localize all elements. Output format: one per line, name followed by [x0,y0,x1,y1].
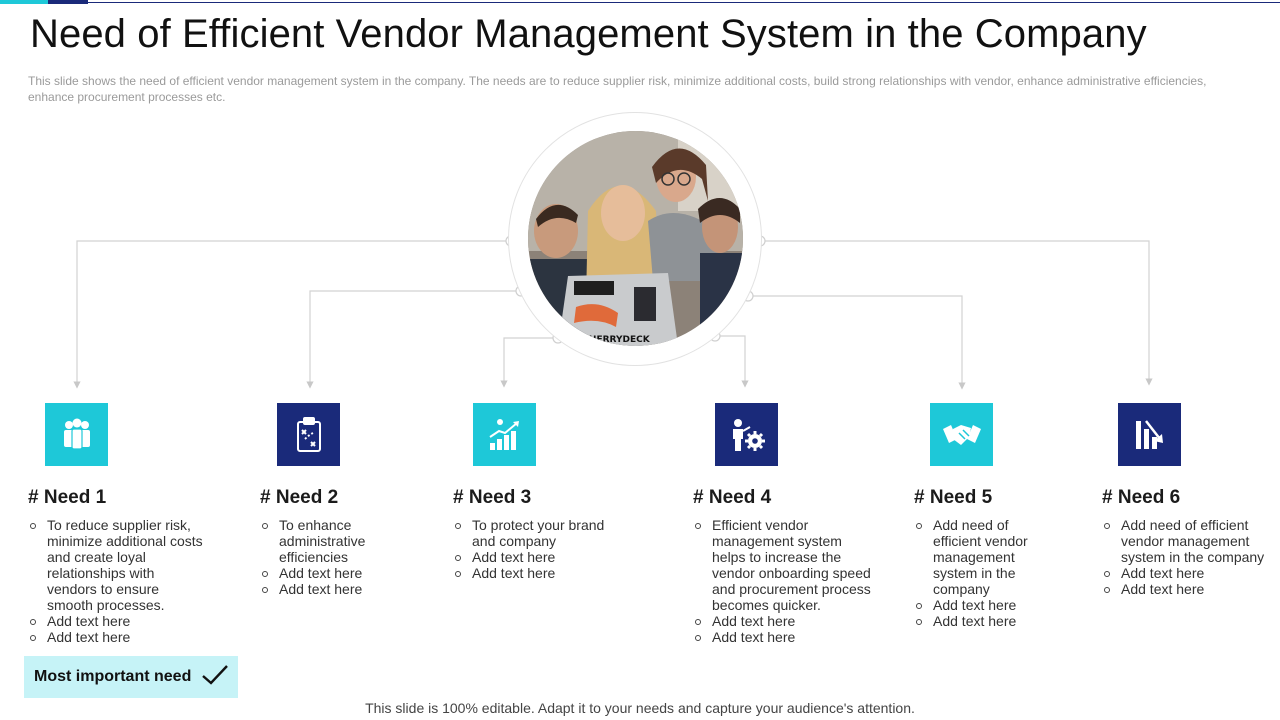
top-accent-bar [0,0,1280,4]
checkmark-icon [201,664,229,691]
list-item: Add text here [914,597,1054,613]
team-icon [45,403,108,466]
connector-need-6 [760,240,1153,386]
connector-need-3 [500,337,558,388]
list-item: To protect your brand and company [453,517,628,549]
list-item: Add text here [28,629,203,645]
clipboard-strategy-icon [277,403,340,466]
team-photo: CHERRYDECK [528,131,743,346]
list-item: Add text here [1102,565,1272,581]
list-item: Add text here [914,613,1054,629]
list-item: Efficient vendor management system helps… [693,517,878,613]
connector-need-2 [306,290,520,389]
declining-chart-icon [1118,403,1181,466]
need-4-title: # Need 4 [693,487,772,508]
need-1-list: To reduce supplier risk, minimize additi… [28,517,203,645]
list-item: To reduce supplier risk, minimize additi… [28,517,203,613]
need-2-list: To enhance administrative efficiencies A… [260,517,410,597]
need-1-title: # Need 1 [28,487,107,508]
need-2-title: # Need 2 [260,487,339,508]
list-item: Add need of efficient vendor management … [914,517,1054,597]
most-important-need-badge: Most important need [24,656,238,698]
list-item: Add text here [693,613,878,629]
badge-label: Most important need [34,668,192,685]
slide-subtitle: This slide shows the need of efficient v… [28,74,1207,104]
connector-need-5 [748,295,966,390]
list-item: Add text here [453,565,628,581]
list-item: Add need of efficient vendor management … [1102,517,1272,565]
list-item: Add text here [260,581,410,597]
footer-note: This slide is 100% editable. Adapt it to… [365,700,915,716]
growth-chart-icon [473,403,536,466]
list-item: Add text here [28,613,203,629]
handshake-icon [930,403,993,466]
need-6-title: # Need 6 [1102,487,1181,508]
person-gear-icon [715,403,778,466]
list-item: Add text here [260,565,410,581]
need-6-list: Add need of efficient vendor management … [1102,517,1272,597]
svg-text:CHERRYDECK: CHERRYDECK [582,335,650,345]
connector-need-4 [714,335,749,388]
need-5-title: # Need 5 [914,487,993,508]
need-3-list: To protect your brand and company Add te… [453,517,628,581]
connector-need-1 [73,240,510,389]
need-3-title: # Need 3 [453,487,532,508]
need-5-list: Add need of efficient vendor management … [914,517,1054,629]
list-item: Add text here [1102,581,1272,597]
need-4-list: Efficient vendor management system helps… [693,517,878,645]
list-item: Add text here [693,629,878,645]
list-item: To enhance administrative efficiencies [260,517,410,565]
slide-title: Need of Efficient Vendor Management Syst… [30,12,1147,56]
list-item: Add text here [453,549,628,565]
